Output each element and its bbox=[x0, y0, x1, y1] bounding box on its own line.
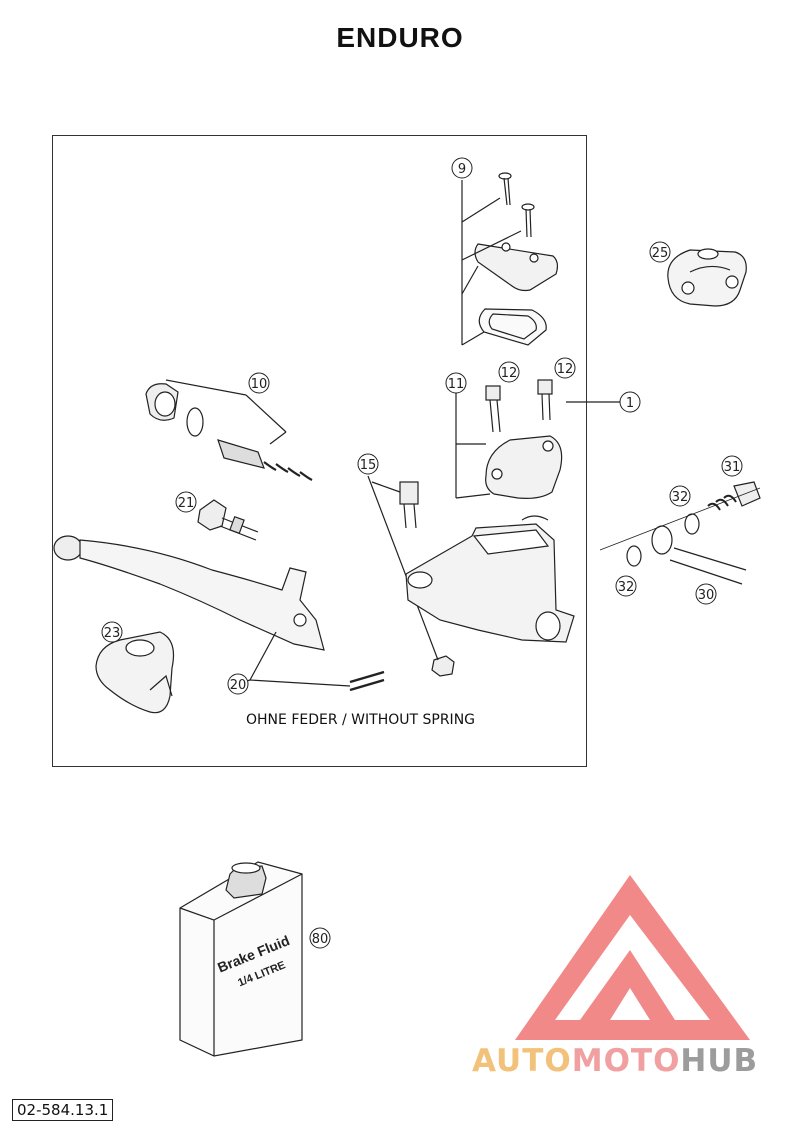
spring-note: OHNE FEDER / WITHOUT SPRING bbox=[246, 712, 476, 728]
callout bbox=[101, 621, 123, 643]
lever-clamp bbox=[485, 435, 563, 499]
watermark-part-hub: HUB bbox=[680, 1043, 759, 1079]
lever-guard bbox=[95, 631, 175, 714]
callout bbox=[649, 241, 671, 263]
pivot-bolt-group bbox=[367, 475, 455, 677]
callout-label: 21 bbox=[178, 496, 195, 511]
hose-fitting-group bbox=[599, 481, 761, 585]
callout-label: 9 bbox=[458, 162, 466, 177]
watermark-part-moto: MOTO bbox=[571, 1043, 681, 1079]
callout-label: 30 bbox=[698, 588, 715, 603]
callout-label: 80 bbox=[312, 932, 329, 947]
callout bbox=[227, 673, 249, 695]
cover-screw bbox=[521, 203, 535, 238]
callout-label: 32 bbox=[618, 580, 635, 595]
adjuster-screw bbox=[197, 499, 259, 541]
circlip bbox=[186, 407, 204, 437]
page-title: ENDURO bbox=[336, 22, 464, 53]
reservoir-gasket bbox=[478, 308, 547, 346]
document-number: 02-584.13.1 bbox=[12, 1099, 114, 1121]
callout-label: 11 bbox=[448, 377, 465, 392]
callout bbox=[248, 372, 270, 394]
callout bbox=[669, 485, 691, 507]
callout bbox=[498, 361, 520, 383]
brake-fluid-bottle bbox=[179, 861, 303, 1057]
clamp-bolt bbox=[485, 385, 501, 433]
piston bbox=[217, 439, 265, 469]
callout-label: 15 bbox=[360, 458, 377, 473]
piston-spring bbox=[263, 461, 313, 481]
hand-lever bbox=[53, 535, 385, 692]
banjo-bolt-head bbox=[733, 481, 761, 507]
sealing-washer bbox=[626, 545, 642, 567]
callout bbox=[619, 391, 641, 413]
callout-label: 23 bbox=[104, 626, 121, 641]
diagram-frame bbox=[52, 135, 587, 767]
callout-label: 10 bbox=[251, 377, 268, 392]
clamp-bolt bbox=[537, 379, 553, 421]
callout bbox=[554, 357, 576, 379]
watermark-wordmark: AUTOMOTOHUB bbox=[472, 1043, 758, 1079]
callout-label: 25 bbox=[652, 246, 669, 261]
sealing-washer bbox=[684, 513, 700, 535]
banjo-fitting bbox=[651, 525, 673, 555]
pivot-nut bbox=[431, 655, 455, 677]
callout-label: 1 bbox=[626, 396, 634, 411]
piston-kit bbox=[145, 379, 313, 481]
master-cylinder-body bbox=[405, 515, 575, 643]
callout-label: 32 bbox=[672, 490, 689, 505]
callout bbox=[721, 455, 743, 477]
reservoir-cover-group bbox=[461, 172, 559, 346]
callout-bubbles bbox=[101, 157, 743, 949]
watermark-logo bbox=[515, 875, 750, 1040]
watermark-part-auto: AUTO bbox=[472, 1043, 572, 1079]
callout-labels: 9 25 10 11 12 12 1 15 31 21 32 32 30 23 … bbox=[104, 162, 741, 947]
callout-label: 20 bbox=[230, 678, 247, 693]
clamp-and-bolts bbox=[455, 379, 620, 499]
callout bbox=[451, 157, 473, 179]
callout-label: 12 bbox=[501, 366, 518, 381]
callout bbox=[309, 927, 331, 949]
handlebar-clamp-25 bbox=[667, 248, 747, 307]
callout bbox=[615, 575, 637, 597]
brake-hose bbox=[669, 547, 747, 585]
callout-label: 12 bbox=[557, 362, 574, 377]
reservoir-cover bbox=[474, 243, 559, 292]
callout bbox=[695, 583, 717, 605]
lever-spring bbox=[349, 670, 385, 692]
callout bbox=[445, 372, 467, 394]
callout bbox=[357, 453, 379, 475]
cover-screw bbox=[498, 172, 512, 206]
callout-label: 31 bbox=[724, 460, 741, 475]
callout bbox=[175, 491, 197, 513]
pivot-bolt bbox=[399, 481, 419, 505]
